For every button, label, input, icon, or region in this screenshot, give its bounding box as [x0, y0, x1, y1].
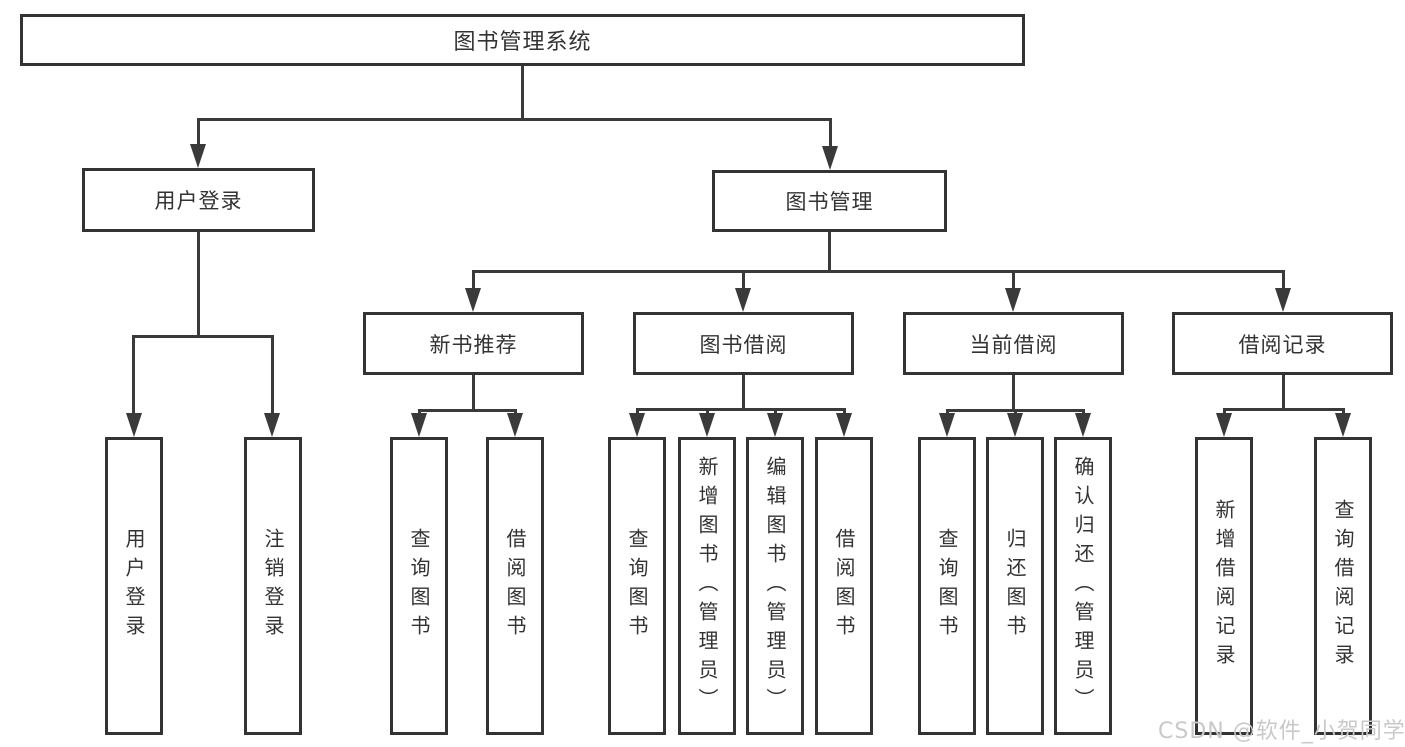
node-borrow-records: 借阅记录	[1172, 312, 1393, 375]
node-user-login: 用户登录	[82, 168, 315, 232]
arrow-down-icon	[1216, 413, 1232, 437]
connector-line	[1012, 375, 1015, 409]
arrow-down-icon	[767, 413, 783, 437]
connector-line	[521, 66, 524, 118]
arrow-down-icon	[1007, 413, 1023, 437]
arrow-down-icon	[836, 413, 852, 437]
arrow-down-icon	[939, 413, 955, 437]
connector-line	[1282, 270, 1285, 290]
leaf-borrow-books-recommend: 借阅图书	[486, 437, 544, 735]
connector-line	[472, 270, 475, 290]
connector-line	[197, 118, 832, 121]
leaf-query-books-recommend: 查询图书	[390, 437, 448, 735]
connector-line	[1282, 375, 1285, 408]
arrow-down-icon	[1005, 288, 1021, 312]
arrow-down-icon	[822, 146, 838, 170]
arrow-down-icon	[190, 144, 206, 168]
connector-line	[197, 232, 200, 335]
connector-line	[742, 375, 745, 408]
leaf-query-borrow-record: 查询借阅记录	[1314, 437, 1372, 735]
connector-line	[828, 232, 831, 270]
connector-line	[271, 335, 274, 415]
node-current-borrow: 当前借阅	[903, 312, 1124, 375]
connector-line	[418, 409, 517, 412]
arrow-down-icon	[465, 288, 481, 312]
arrow-down-icon	[264, 413, 280, 437]
leaf-borrow-books: 借阅图书	[815, 437, 873, 735]
arrow-down-icon	[1275, 288, 1291, 312]
connector-line	[197, 118, 200, 146]
arrow-down-icon	[1335, 413, 1351, 437]
leaf-user-login: 用户登录	[105, 437, 163, 735]
connector-line	[132, 335, 274, 338]
connector-line	[742, 270, 745, 290]
arrow-down-icon	[699, 413, 715, 437]
leaf-return-books: 归还图书	[986, 437, 1044, 735]
watermark: CSDN @软件_小贺同学	[1158, 719, 1405, 744]
connector-line	[636, 408, 846, 411]
leaf-query-books-current: 查询图书	[918, 437, 976, 735]
connector-line	[472, 375, 475, 409]
arrow-down-icon	[1075, 413, 1091, 437]
leaf-logout: 注销登录	[244, 437, 302, 735]
connector-line	[829, 118, 832, 148]
arrow-down-icon	[507, 413, 523, 437]
connector-line	[132, 335, 135, 415]
leaf-edit-book-admin: 编辑图书（管理员）	[746, 437, 804, 735]
node-book-borrow: 图书借阅	[633, 312, 854, 375]
leaf-confirm-return-admin: 确认归还（管理员）	[1054, 437, 1112, 735]
node-root: 图书管理系统	[20, 14, 1025, 66]
node-new-book-recommend: 新书推荐	[363, 312, 584, 375]
leaf-add-borrow-record: 新增借阅记录	[1195, 437, 1253, 735]
leaf-add-book-admin: 新增图书（管理员）	[678, 437, 736, 735]
arrow-down-icon	[126, 413, 142, 437]
connector-line	[1223, 408, 1345, 411]
leaf-query-books: 查询图书	[608, 437, 666, 735]
connector-line	[472, 270, 1285, 273]
connector-line	[1012, 270, 1015, 290]
node-book-management: 图书管理	[712, 170, 947, 232]
arrow-down-icon	[411, 413, 427, 437]
arrow-down-icon	[735, 288, 751, 312]
arrow-down-icon	[629, 413, 645, 437]
